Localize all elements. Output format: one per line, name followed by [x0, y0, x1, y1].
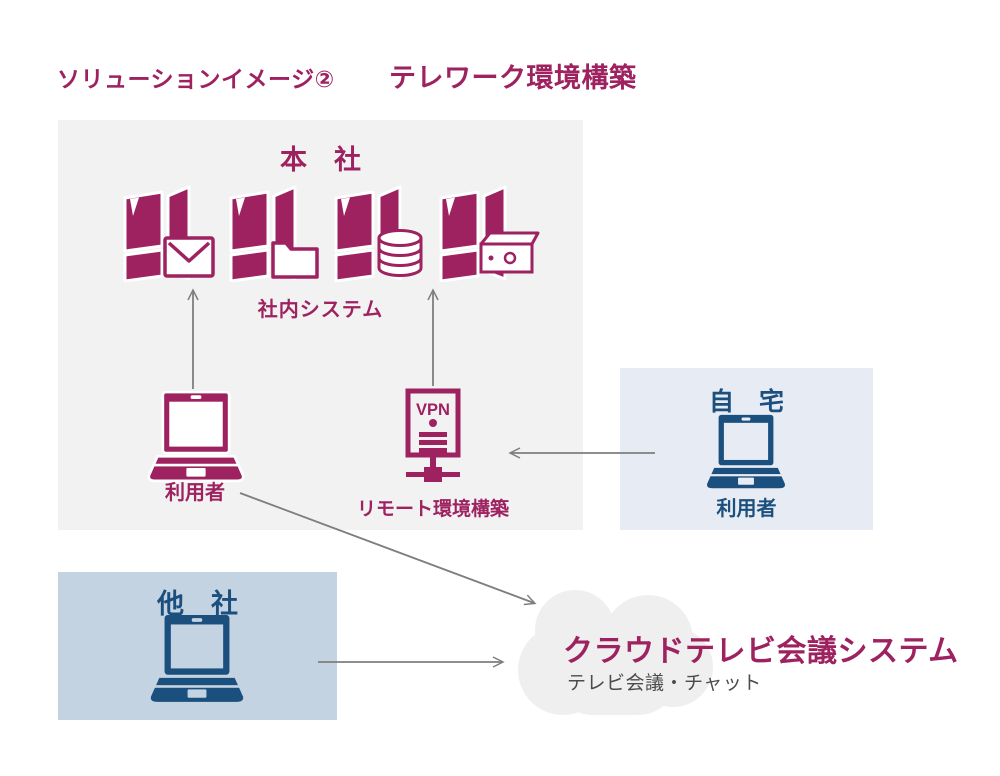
storage-server-icon: [439, 185, 540, 282]
hq-user-label: 利用者: [165, 482, 225, 504]
other-company-laptop-icon: [150, 615, 244, 702]
database-server-icon: [334, 185, 423, 282]
hq-user-laptop-icon: [147, 391, 245, 483]
headquarters-label: 本 社: [280, 145, 361, 175]
headquarters-panel: 本 社: [58, 120, 583, 530]
mail-server-icon: [123, 185, 215, 282]
folder-icon: [271, 241, 319, 279]
database-icon: [377, 229, 423, 277]
vpn-gateway-icon: VPN: [405, 388, 461, 482]
file-server-icon: [229, 185, 319, 282]
home-user-label: 利用者: [716, 498, 777, 520]
diagram-title-main: テレワーク環境構築: [389, 63, 637, 93]
cloud-icon: [518, 590, 713, 715]
diagram-title-prefix: ソリューションイメージ②: [57, 66, 335, 92]
other-company-label: 他 社: [157, 589, 238, 619]
remote-environment-label: リモート環境構築: [356, 499, 509, 520]
cloud-service-title: クラウドテレビ会議システム: [563, 635, 959, 668]
cloud-service-subtitle: テレビ会議・チャット: [567, 673, 762, 694]
vpn-sign-text: VPN: [416, 401, 450, 419]
internal-systems-label: 社内システム: [257, 299, 384, 321]
home-label: 自 宅: [708, 388, 784, 416]
home-panel: 自 宅 利用者: [620, 368, 873, 530]
other-company-panel: 他 社: [58, 572, 337, 720]
storage-box-icon: [479, 231, 540, 274]
home-laptop-icon: [707, 414, 785, 489]
mail-icon: [163, 236, 215, 278]
